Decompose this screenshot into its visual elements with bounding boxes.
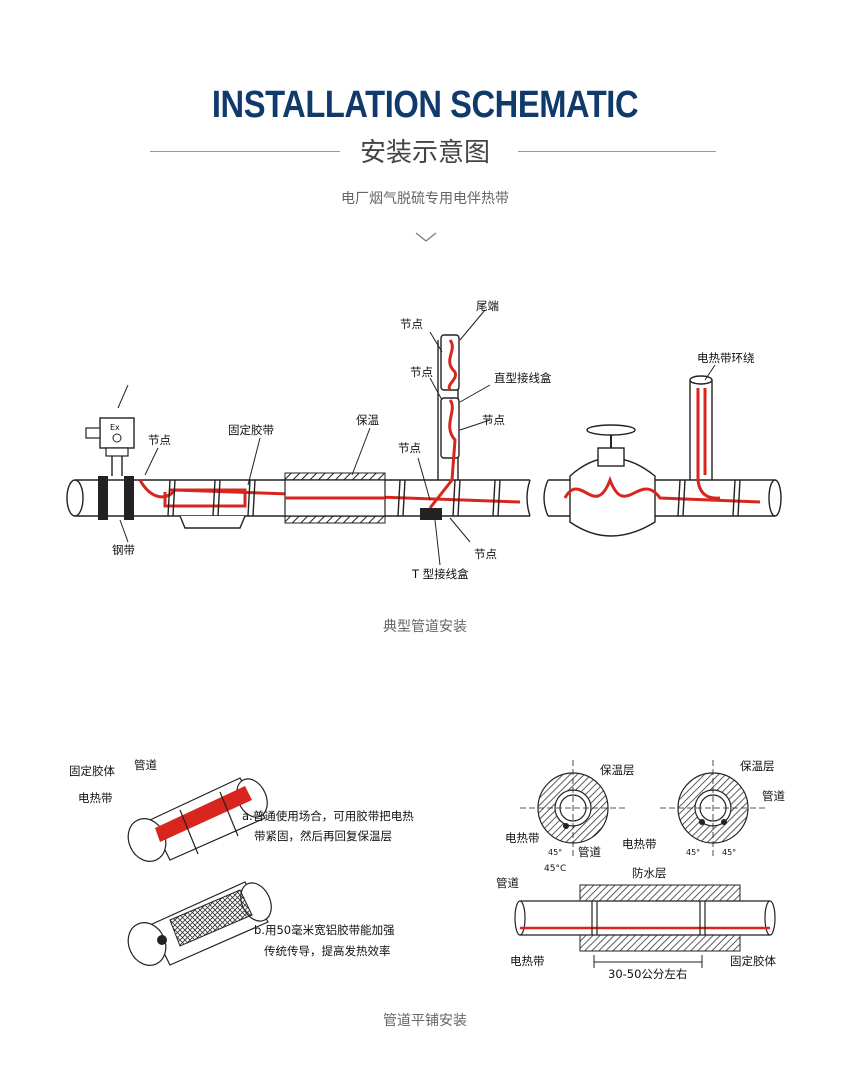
label-waterproof: 防水层	[632, 866, 667, 880]
label-tail-end: 尾端	[476, 299, 499, 313]
label-node-left: 节点	[148, 433, 171, 447]
label-fixing-side: 固定胶体	[730, 954, 776, 968]
note-a-line2: 带紧固，然后再回复保温层	[254, 829, 392, 843]
label-fixing-body: 固定胶体	[69, 764, 115, 778]
intro-text: 电厂烟气脱硫专用电伴热带	[341, 191, 509, 207]
label-angle-45a: 45°	[548, 848, 563, 857]
label-fixing-tape: 固定胶带	[228, 423, 274, 437]
cross-section-right	[660, 760, 766, 856]
label-insulation: 保温	[356, 413, 379, 427]
label-angle-45d: 45°C	[544, 864, 567, 874]
label-node-e: 节点	[474, 547, 497, 561]
cylinder-b	[127, 881, 272, 966]
label-t-box: T 型接线盒	[412, 567, 469, 581]
label-angle-45c: 45°	[722, 848, 737, 857]
label-node-b: 节点	[410, 365, 433, 379]
flat-installation-diagram: 固定胶体 管道 电热带 a.普通使用场合，可用胶带把电热 带紧固，然后再回复保温…	[0, 750, 850, 990]
label-spacing: 30-50公分左右	[608, 967, 688, 981]
label-insulation-2: 保温层	[740, 759, 775, 773]
page-title: INSTALLATION SCHEMATIC	[211, 84, 639, 126]
label-node-a: 节点	[400, 317, 423, 331]
left-rule	[150, 151, 340, 152]
ex-label: Ex	[110, 423, 120, 432]
label-heat-c2: 电热带	[622, 837, 657, 851]
label-pipe-side: 管道	[496, 876, 519, 890]
label-insulation-1: 保温层	[600, 763, 635, 777]
label-node-d: 节点	[398, 441, 421, 455]
note-a-line1: a.普通使用场合，可用胶带把电热	[242, 809, 414, 823]
label-pipe-c1: 管道	[578, 845, 601, 859]
cross-section-left	[520, 760, 626, 856]
label-steel-band: 钢带	[112, 543, 135, 557]
label-straight-box: 直型接线盒	[494, 371, 552, 385]
subtitle-row: 安装示意图	[0, 132, 850, 172]
right-rule	[518, 151, 716, 152]
label-heat-wrap: 电热带环绕	[697, 351, 755, 365]
caption-flat: 管道平铺安装	[383, 1013, 467, 1029]
side-view	[514, 884, 776, 968]
note-b-line1: b.用50毫米宽铝胶带能加强	[254, 923, 395, 937]
label-angle-45b: 45°	[686, 848, 701, 857]
label-pipe-c2: 管道	[762, 789, 785, 803]
label-node-c: 节点	[482, 413, 505, 427]
subtitle: 安装示意图	[359, 138, 490, 168]
typical-installation-diagram: Ex	[0, 280, 850, 600]
chevron-down-icon	[415, 229, 437, 248]
label-heat-tape: 电热带	[78, 791, 113, 805]
cylinder-a	[127, 777, 268, 862]
label-pipe-top: 管道	[134, 758, 157, 772]
caption-typical: 典型管道安装	[383, 619, 467, 635]
note-b-line2: 传统传导，提高发热效率	[264, 944, 391, 958]
label-heat-c1: 电热带	[505, 831, 540, 845]
label-heat-side: 电热带	[510, 954, 545, 968]
